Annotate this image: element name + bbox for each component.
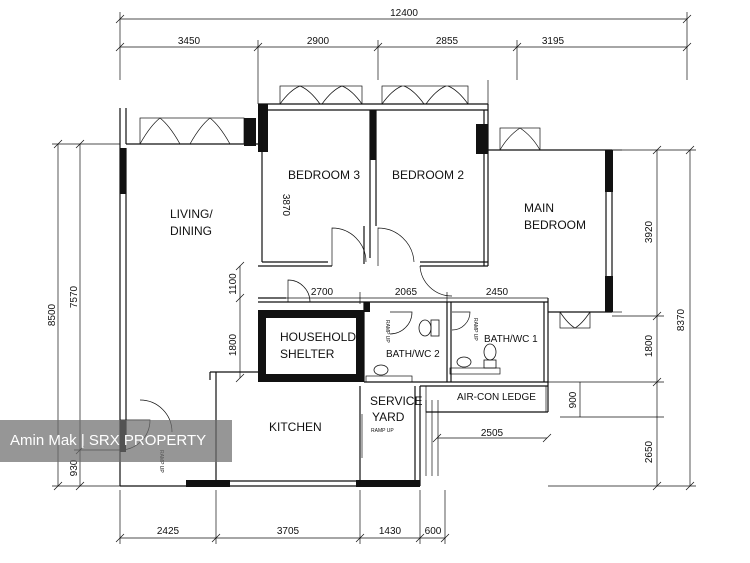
dim-corridor: 1100	[228, 273, 239, 295]
dim-top-4: 3195	[542, 36, 565, 47]
dim-ledge-width: 2505	[481, 428, 504, 439]
windows	[139, 80, 622, 329]
dim-right-top: 3920	[644, 220, 655, 243]
dim-right-outer: 8370	[676, 308, 687, 331]
dim-left-inner: 7570	[69, 285, 80, 308]
label-bedroom-3: BEDROOM 3	[288, 168, 360, 182]
dim-bottom-3: 1430	[379, 526, 402, 537]
dim-corridor-1: 2700	[311, 287, 334, 298]
walls	[119, 103, 613, 487]
dim-corridor-2: 2065	[395, 287, 418, 298]
label-service-yard-line2: YARD	[372, 410, 405, 424]
dim-bottom-1: 2425	[157, 526, 180, 537]
label-bath-2: BATH/WC 2	[386, 349, 440, 360]
label-aircon-ledge: AIR-CON LEDGE	[457, 392, 536, 403]
label-bedroom-2: BEDROOM 2	[392, 168, 464, 182]
dim-corridor-3: 2450	[486, 287, 509, 298]
dim-right-ledge: 900	[568, 391, 579, 408]
dim-right-bottom: 2650	[644, 440, 655, 463]
label-service-yard-line1: SERVICE	[370, 394, 422, 408]
label-living-dining-line1: LIVING/	[170, 207, 213, 221]
dimension-lines	[52, 12, 696, 544]
dim-left-bottom: 930	[69, 459, 80, 476]
dim-left-outer: 8500	[47, 303, 58, 326]
watermark-band	[0, 420, 232, 462]
note-ramp-up-yard: RAMP UP	[371, 428, 394, 434]
dim-top-total: 12400	[390, 8, 418, 19]
note-ramp-up-bath1: RAMP UP	[472, 318, 478, 341]
dim-bottom-2: 3705	[277, 526, 300, 537]
dim-bottom-4: 600	[425, 526, 442, 537]
dimension-labels: 12400 3450 2900 2855 3195 2425 3705 1430…	[47, 8, 687, 537]
label-living-dining-line2: DINING	[170, 224, 212, 238]
label-main-bedroom-line2: BEDROOM	[524, 218, 586, 232]
note-ramp-up-bath2: RAMP UP	[384, 320, 390, 343]
dim-top-2: 2900	[307, 36, 330, 47]
dim-bedroom3-depth: 3870	[280, 194, 291, 217]
label-main-bedroom-line1: MAIN	[524, 201, 554, 215]
watermark-text: Amin Mak | SRX PROPERTY	[10, 432, 207, 449]
label-household-shelter-line1: HOUSEHOLD	[280, 330, 356, 344]
label-kitchen: KITCHEN	[269, 420, 322, 434]
dim-top-3: 2855	[436, 36, 459, 47]
dim-shelter-depth: 1800	[228, 333, 239, 356]
room-labels: BEDROOM 3 BEDROOM 2 MAIN BEDROOM LIVING/…	[158, 168, 586, 473]
dim-right-mid: 1800	[644, 334, 655, 357]
label-bath-1: BATH/WC 1	[484, 334, 538, 345]
dim-top-1: 3450	[178, 36, 201, 47]
label-household-shelter-line2: SHELTER	[280, 347, 335, 361]
fixtures	[365, 319, 501, 383]
